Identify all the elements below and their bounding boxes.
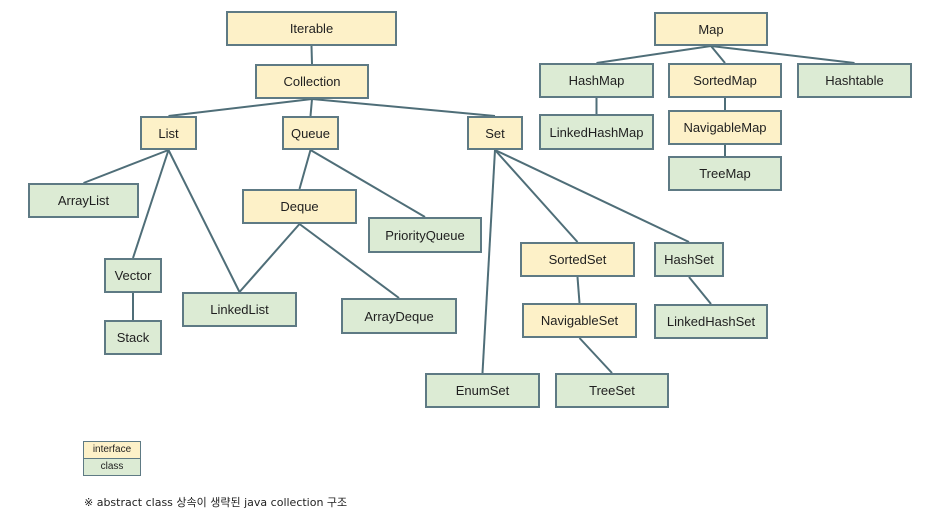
edge-collection-set bbox=[311, 98, 496, 117]
node-deque: Deque bbox=[242, 189, 357, 224]
edge-deque-linkedlist bbox=[238, 223, 301, 293]
node-map: Map bbox=[654, 12, 768, 46]
node-list: List bbox=[140, 116, 197, 150]
node-navigableset: NavigableSet bbox=[522, 303, 637, 338]
edge-queue-priorityqueue bbox=[309, 149, 426, 218]
node-queue: Queue bbox=[282, 116, 339, 150]
edge-list-linkedlist bbox=[167, 149, 241, 293]
footnote: ※ abstract class 상속이 생략된 java collection… bbox=[84, 496, 348, 509]
edge-set-hashset bbox=[494, 149, 690, 243]
node-stack: Stack bbox=[104, 320, 162, 355]
edge-set-enumset bbox=[481, 149, 496, 374]
legend-class: class bbox=[84, 458, 140, 475]
node-sortedset: SortedSet bbox=[520, 242, 635, 277]
node-priorityqueue: PriorityQueue bbox=[368, 217, 482, 253]
node-treeset: TreeSet bbox=[555, 373, 669, 408]
node-hashtable: Hashtable bbox=[797, 63, 912, 98]
edge-deque-arraydeque bbox=[298, 223, 400, 299]
node-treemap: TreeMap bbox=[668, 156, 782, 191]
node-navigablemap: NavigableMap bbox=[668, 110, 782, 145]
edge-queue-deque bbox=[298, 149, 312, 190]
node-sortedmap: SortedMap bbox=[668, 63, 782, 98]
legend-interface: interface bbox=[84, 442, 140, 459]
node-enumset: EnumSet bbox=[425, 373, 540, 408]
node-set: Set bbox=[467, 116, 523, 150]
node-iterable: Iterable bbox=[226, 11, 397, 46]
node-linkedlist: LinkedList bbox=[182, 292, 297, 327]
edge-hashset-linkedhashset bbox=[688, 276, 712, 305]
edge-iterable-collection bbox=[310, 45, 313, 65]
edge-navigableset-treeset bbox=[578, 337, 613, 374]
edge-map-hashmap bbox=[596, 45, 712, 64]
node-linkedhashmap: LinkedHashMap bbox=[539, 114, 654, 150]
edge-set-sortedset bbox=[494, 149, 579, 243]
node-hashset: HashSet bbox=[654, 242, 724, 277]
node-linkedhashset: LinkedHashSet bbox=[654, 304, 768, 339]
node-vector: Vector bbox=[104, 258, 162, 293]
edge-map-hashtable bbox=[710, 45, 855, 64]
edge-sortedset-navigableset bbox=[576, 276, 581, 304]
edge-collection-list bbox=[168, 98, 313, 117]
edge-list-vector bbox=[132, 149, 170, 259]
node-arraydeque: ArrayDeque bbox=[341, 298, 457, 334]
edge-map-sortedmap bbox=[710, 45, 726, 64]
node-arraylist: ArrayList bbox=[28, 183, 139, 218]
legend: interface class bbox=[83, 441, 141, 476]
edge-collection-queue bbox=[309, 98, 313, 117]
edge-list-arraylist bbox=[83, 149, 169, 184]
node-collection: Collection bbox=[255, 64, 369, 99]
node-hashmap: HashMap bbox=[539, 63, 654, 98]
